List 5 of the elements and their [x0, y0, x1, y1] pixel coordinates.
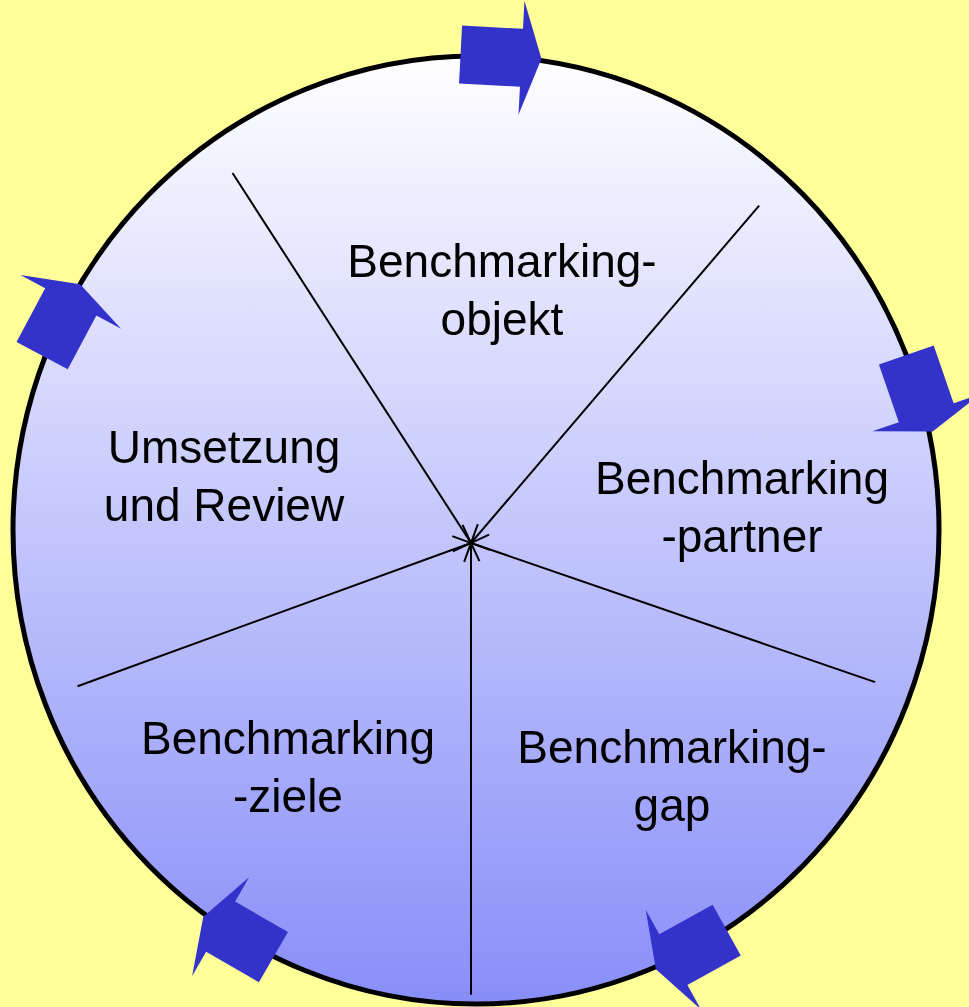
- sector-label: Benchmarking -ziele: [141, 709, 435, 825]
- sector-label: Benchmarking -partner: [595, 449, 889, 565]
- sector-label: Benchmarking- objekt: [347, 232, 657, 348]
- sector-label: Umsetzung und Review: [99, 418, 349, 534]
- sector-label: Benchmarking- gap: [517, 718, 827, 834]
